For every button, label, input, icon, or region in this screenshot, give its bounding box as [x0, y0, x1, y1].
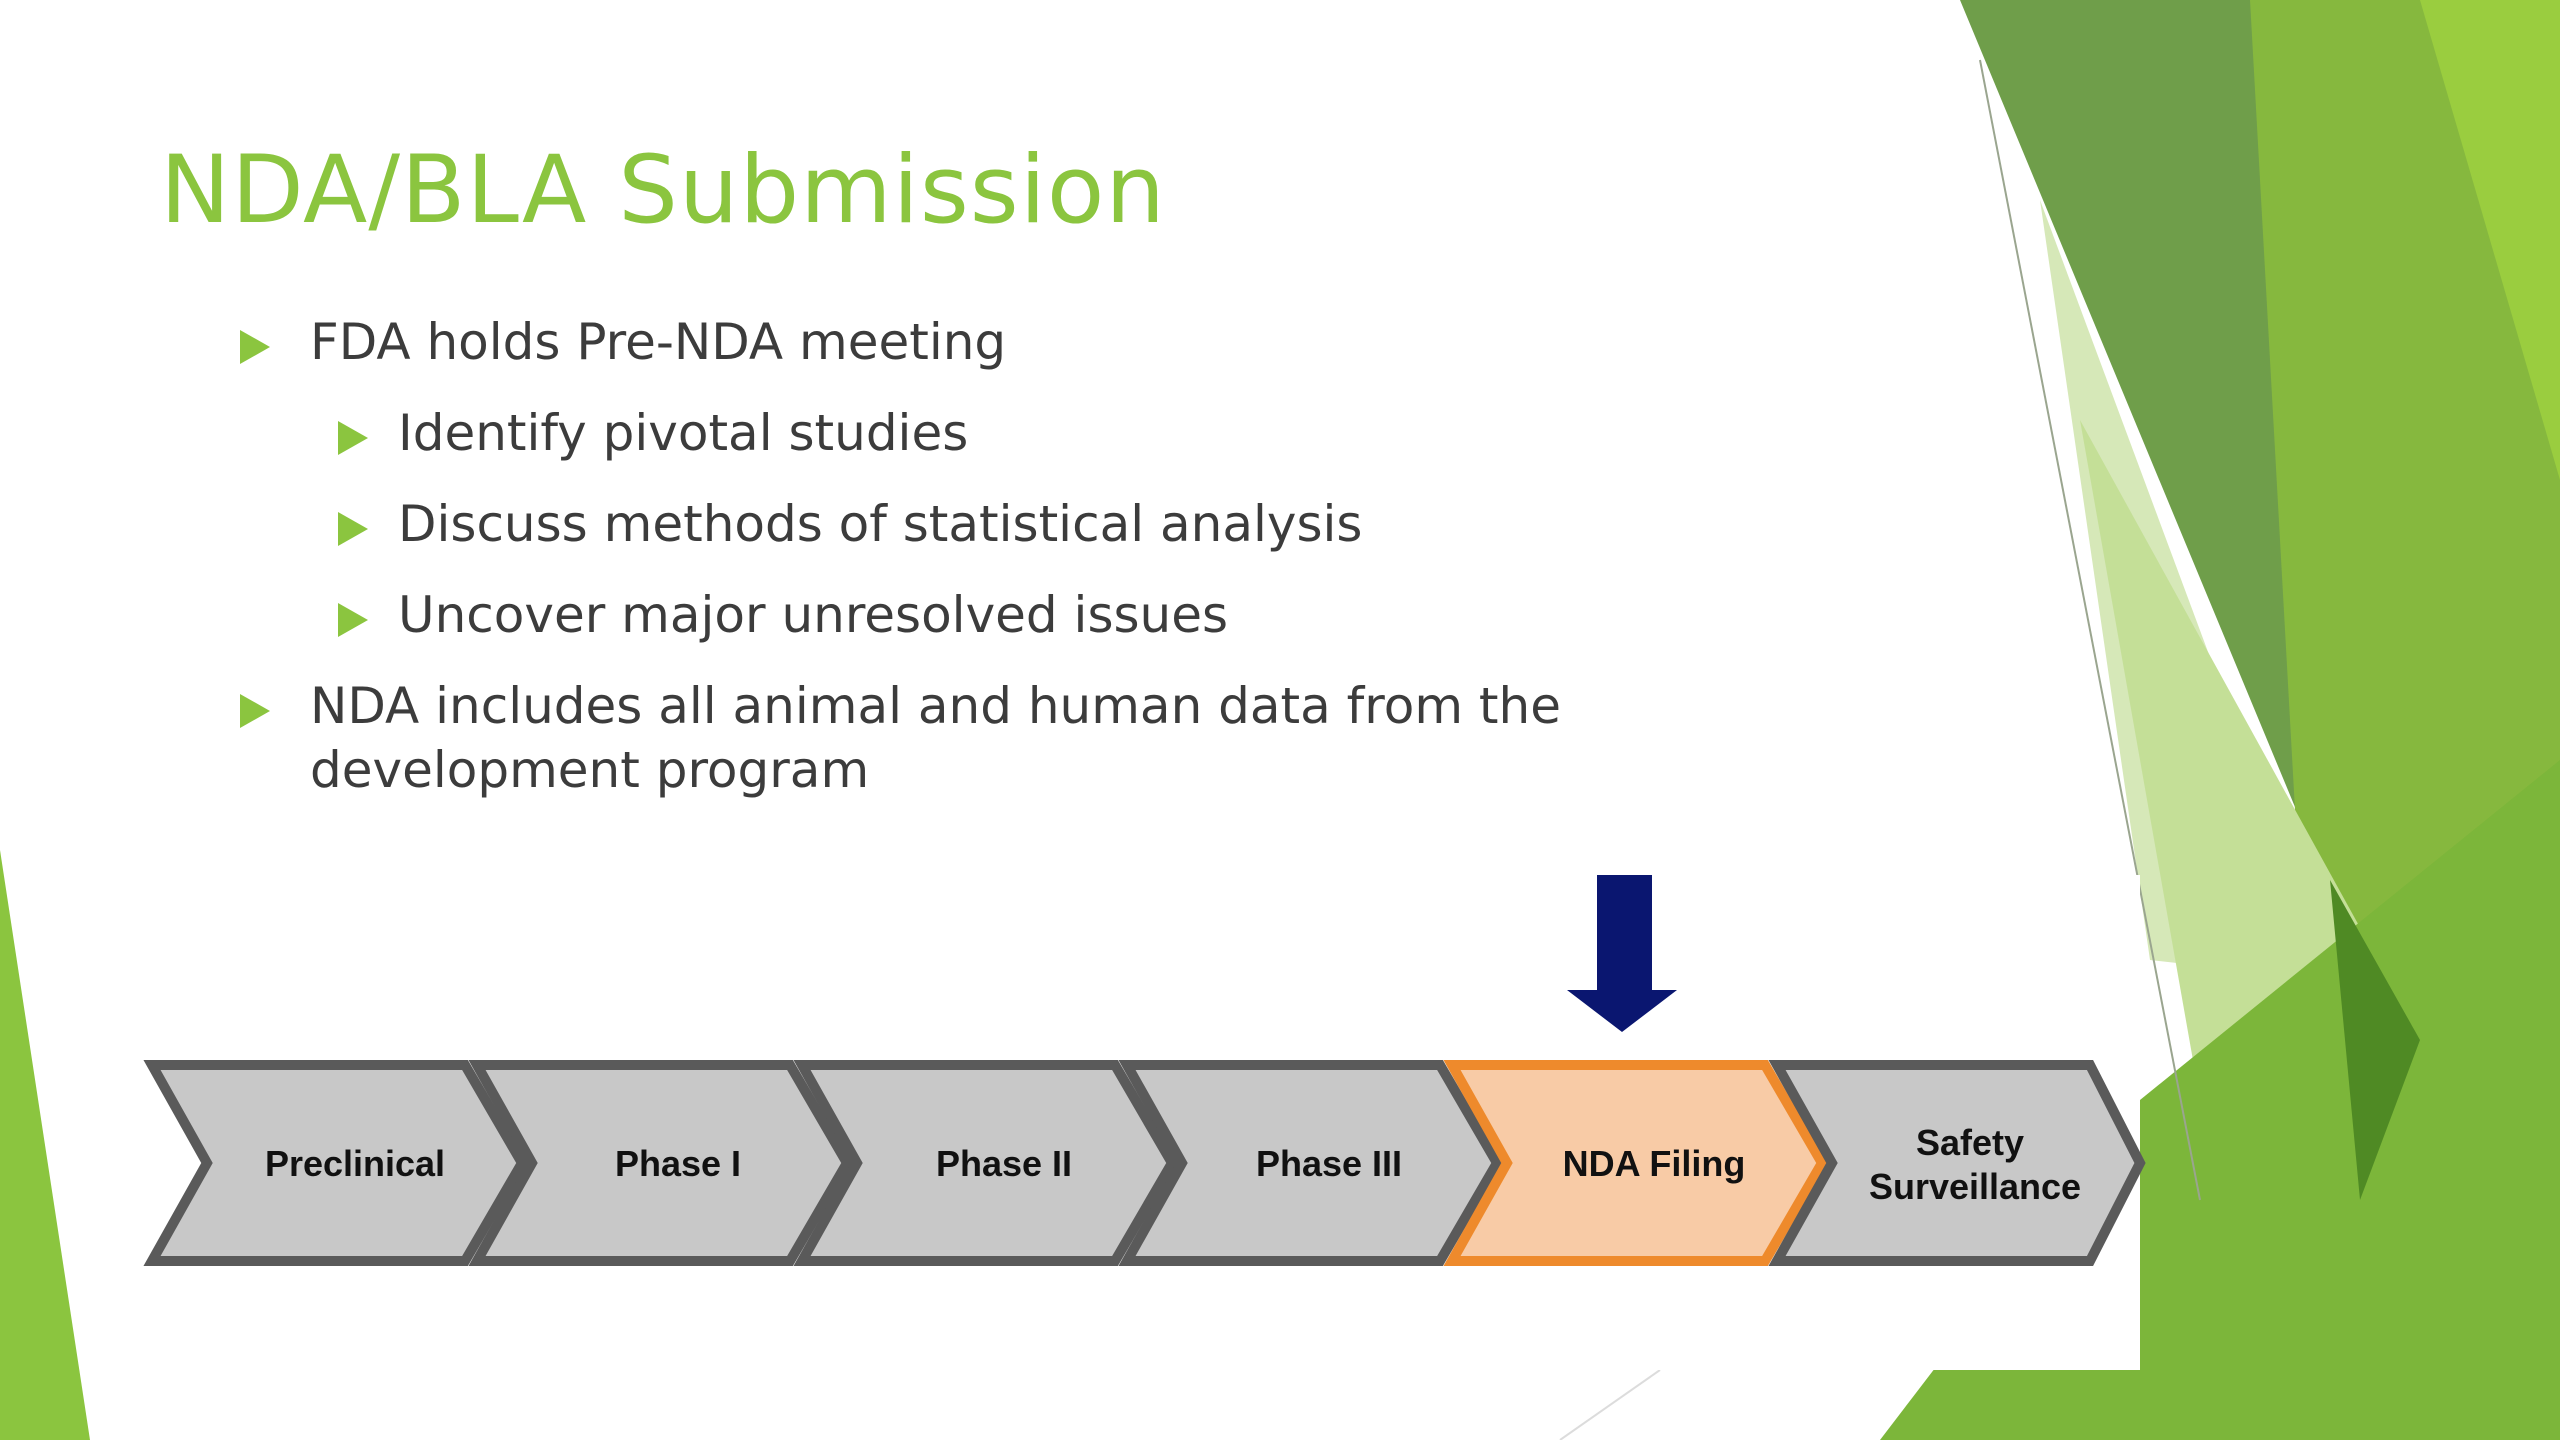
- step-label-line-1: Safety: [1916, 1122, 2024, 1163]
- chevron-shape: [1118, 1060, 1503, 1266]
- step-phase-1: Phase I: [468, 1060, 853, 1266]
- bullet-list: FDA holds Pre-NDA meeting Identify pivot…: [240, 310, 1880, 829]
- step-phase-2: Phase II: [793, 1060, 1178, 1266]
- decor-line: [1979, 59, 2201, 1201]
- step-label: Safety Surveillance: [1869, 1122, 2081, 1207]
- chevron-shape: [793, 1060, 1178, 1266]
- bullet-item: NDA includes all animal and human data f…: [240, 674, 1880, 802]
- step-label: Phase III: [1256, 1143, 1402, 1184]
- triangle-bullet-icon: [240, 694, 270, 728]
- bullet-text: Identify pivotal studies: [398, 404, 969, 462]
- step-label-line-2: Surveillance: [1869, 1166, 2081, 1207]
- decor-line-2: [1559, 1369, 1661, 1440]
- bullet-text: Discuss methods of statistical analysis: [398, 495, 1363, 553]
- sub-bullet-item: Uncover major unresolved issues: [338, 583, 1880, 647]
- chevron-shape-highlighted: [1443, 1060, 1828, 1266]
- triangle-bullet-icon: [240, 330, 270, 364]
- decor-facet-deep: [2330, 880, 2420, 1200]
- sub-bullet-item: Identify pivotal studies: [338, 401, 1880, 465]
- chevron-shape: [1768, 1060, 2146, 1266]
- triangle-bullet-icon: [338, 603, 368, 637]
- decor-facet-right: [2420, 0, 2560, 480]
- step-label: NDA Filing: [1563, 1143, 1746, 1184]
- bullet-text: NDA includes all animal and human data f…: [310, 677, 1561, 799]
- triangle-bullet-icon: [338, 512, 368, 546]
- slide-title: NDA/BLA Submission: [160, 136, 1166, 245]
- down-arrow-icon: [1567, 875, 1677, 1032]
- step-nda-filing: NDA Filing: [1443, 1060, 1828, 1266]
- step-label: Phase I: [615, 1143, 741, 1184]
- bullet-item: FDA holds Pre-NDA meeting: [240, 310, 1880, 374]
- sub-bullet-item: Discuss methods of statistical analysis: [338, 492, 1880, 556]
- chevron-shape: [143, 1060, 528, 1266]
- triangle-bullet-icon: [338, 421, 368, 455]
- decor-facet-left: [0, 850, 90, 1440]
- step-safety-surveillance: Safety Surveillance: [1768, 1060, 2146, 1266]
- step-label: Phase II: [936, 1143, 1072, 1184]
- bullet-text: FDA holds Pre-NDA meeting: [310, 313, 1007, 371]
- bullet-text: Uncover major unresolved issues: [398, 586, 1229, 644]
- step-preclinical: Preclinical: [143, 1060, 528, 1266]
- step-phase-3: Phase III: [1118, 1060, 1503, 1266]
- current-stage-arrow: [1567, 875, 1677, 1032]
- step-label: Preclinical: [265, 1143, 445, 1184]
- decor-facet-pale: [2080, 420, 2400, 1100]
- chevron-shape: [468, 1060, 853, 1266]
